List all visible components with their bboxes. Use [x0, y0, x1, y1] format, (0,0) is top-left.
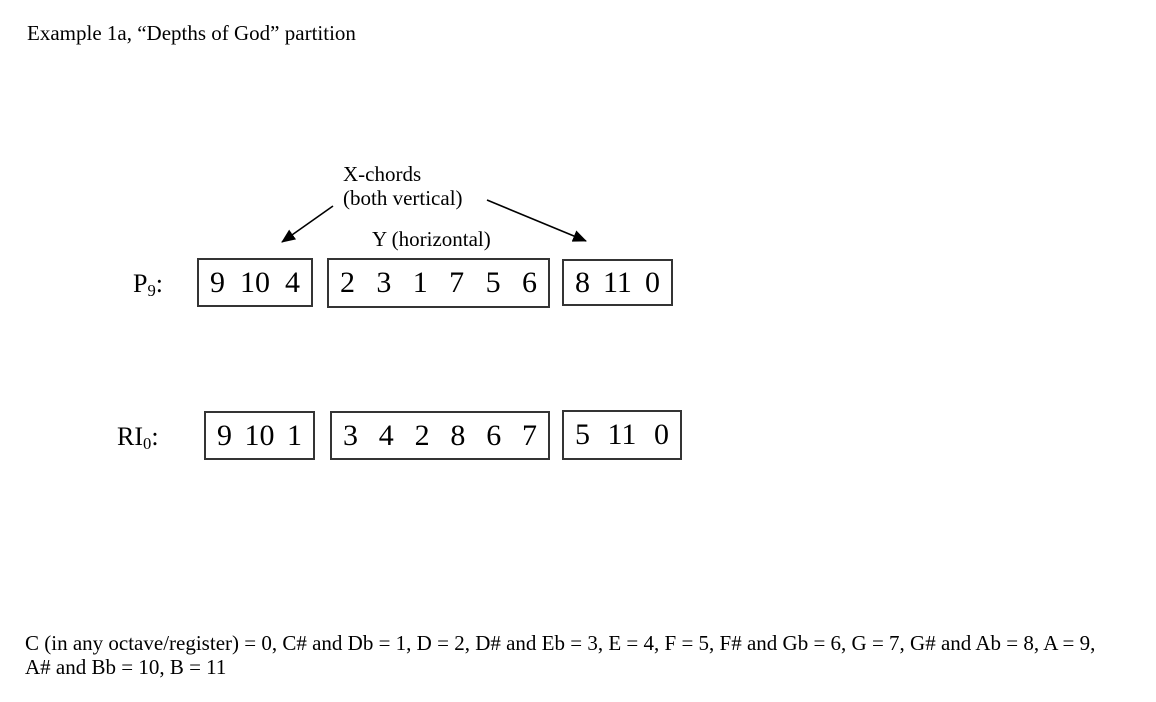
pitch-class-number: 11 — [607, 418, 637, 451]
pitch-class-number: 6 — [486, 418, 502, 452]
pitch-class-number: 7 — [521, 418, 537, 452]
x-chords-label-line1: X-chords — [343, 162, 422, 186]
row-label-p9-colon: : — [155, 269, 164, 298]
pitch-class-number: 11 — [603, 265, 632, 299]
row-label-ri0-subscript: 0 — [143, 433, 152, 453]
pitch-class-number: 2 — [340, 266, 355, 299]
pitch-class-number: 6 — [521, 266, 537, 299]
ri0-x-chord-box-right: 5 11 0 — [562, 410, 682, 460]
x-chord-arrow-right-icon — [486, 199, 587, 242]
pitch-class-number: 1 — [287, 418, 302, 452]
pitch-class-number: 8 — [575, 265, 590, 299]
pitch-class-number: 9 — [217, 418, 232, 452]
pitch-class-key-line2: A# and Bb = 10, B = 11 — [25, 655, 227, 679]
pitch-class-number: 10 — [244, 418, 275, 452]
pitch-class-number: 3 — [343, 418, 358, 452]
pitch-class-number: 10 — [240, 265, 270, 299]
ri0-x-chord-box-left: 9 10 1 — [204, 411, 315, 460]
example-title: Example 1a, “Depths of God” partition — [27, 21, 356, 45]
row-label-p9-subscript: 9 — [147, 280, 156, 300]
x-chords-label: X-chords (both vertical) — [343, 162, 463, 210]
pitch-class-key: C (in any octave/register) = 0, C# and D… — [25, 631, 1095, 679]
pitch-class-number: 4 — [285, 265, 300, 299]
pitch-class-number: 2 — [414, 418, 430, 452]
pitch-class-number: 9 — [210, 265, 225, 299]
pitch-class-number: 8 — [450, 418, 466, 452]
row-label-ri0-base: RI — [117, 422, 143, 451]
pitch-class-number: 3 — [376, 266, 392, 299]
pitch-class-number: 0 — [653, 418, 669, 451]
pitch-class-key-line1: C (in any octave/register) = 0, C# and D… — [25, 631, 1096, 655]
p9-x-chord-box-right: 8 11 0 — [562, 259, 673, 306]
row-label-p9: P9: — [133, 268, 163, 307]
pitch-class-number: 5 — [485, 266, 501, 299]
p9-x-chord-box-left: 9 10 4 — [197, 258, 313, 307]
y-horizontal-label: Y (horizontal) — [372, 227, 491, 251]
x-chord-arrow-left-icon — [281, 205, 334, 243]
pitch-class-number: 4 — [378, 418, 394, 452]
pitch-class-number: 1 — [412, 266, 428, 299]
row-label-ri0-colon: : — [151, 422, 159, 451]
row-label-p9-base: P — [133, 269, 148, 298]
row-label-ri0: RI0: — [117, 421, 159, 460]
pitch-class-number: 7 — [449, 266, 465, 299]
x-chords-label-line2: (both vertical) — [343, 186, 463, 210]
pitch-class-number: 0 — [644, 265, 660, 299]
pitch-class-number: 5 — [575, 418, 590, 451]
